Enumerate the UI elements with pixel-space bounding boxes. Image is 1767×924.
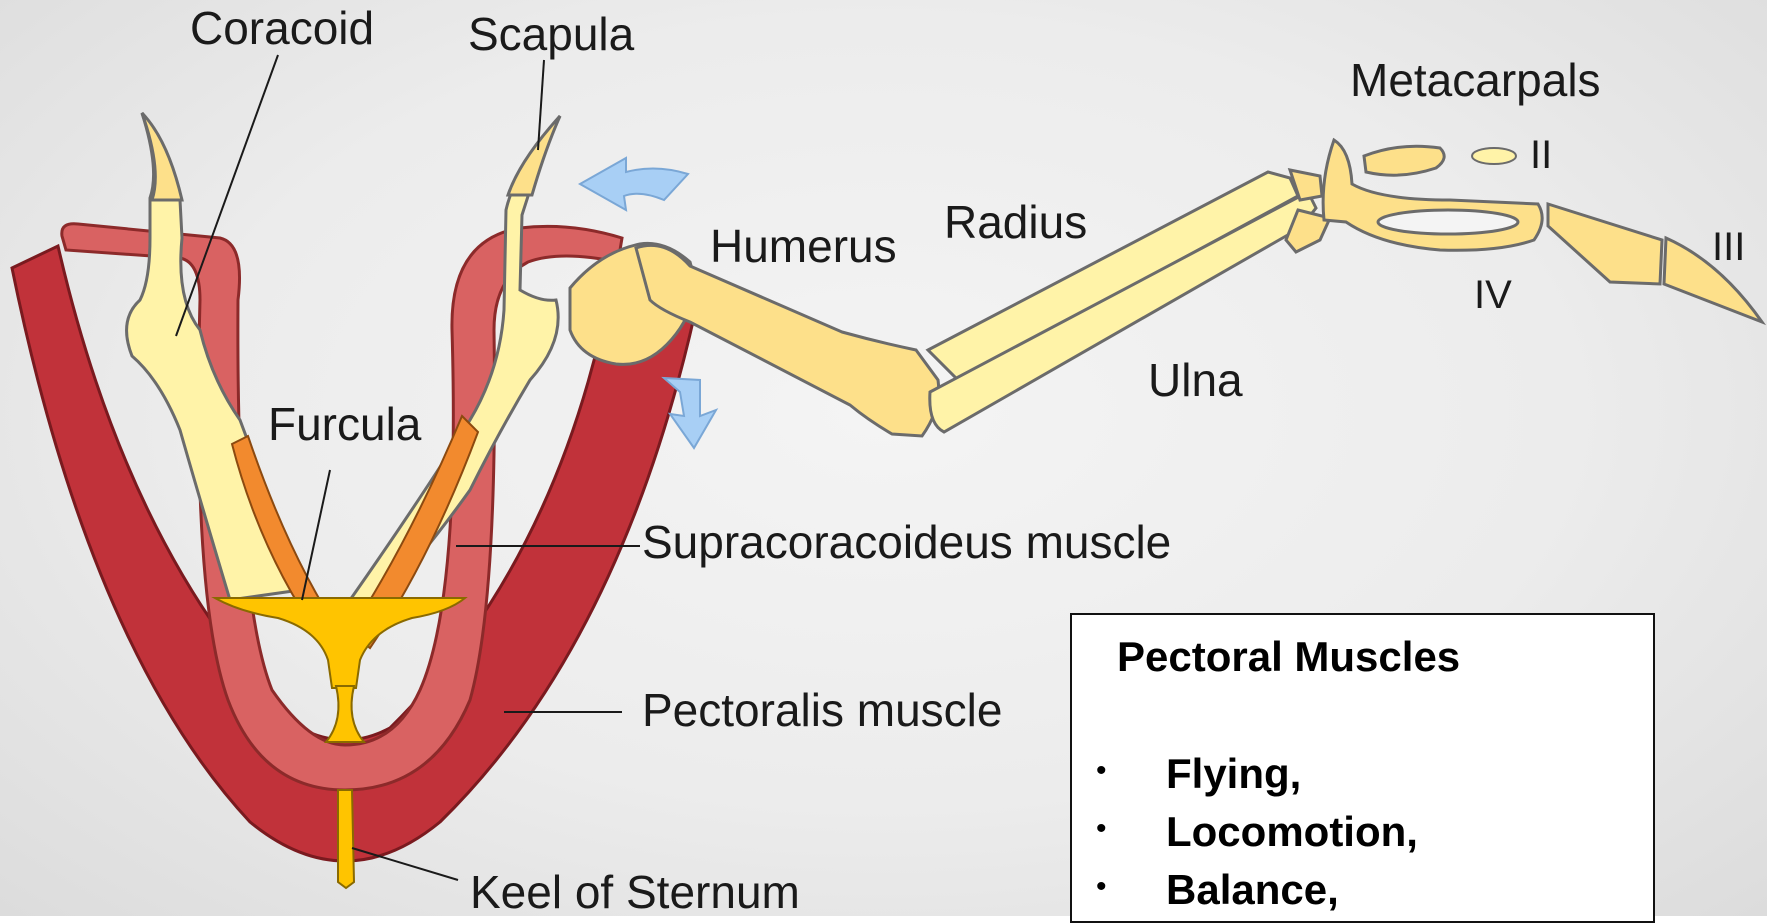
furcula-leader bbox=[302, 470, 330, 600]
coracoid-tip bbox=[142, 113, 182, 200]
ulna-label: Ulna bbox=[1148, 354, 1243, 406]
list-item-text: Locomotion, bbox=[1166, 808, 1418, 856]
info-box-title: Pectoral Muscles bbox=[1117, 633, 1460, 681]
metacarpals-label: Metacarpals bbox=[1350, 54, 1601, 106]
radius-label: Radius bbox=[944, 196, 1087, 248]
furcula-stem bbox=[326, 686, 364, 742]
keel-of-sternum bbox=[338, 790, 354, 888]
info-box: Pectoral Muscles • Flying, • Locomotion,… bbox=[1070, 613, 1655, 923]
digit-iii-label: III bbox=[1712, 225, 1745, 269]
metacarpal-gap bbox=[1378, 210, 1518, 234]
bullet-icon: • bbox=[1096, 812, 1107, 846]
list-item-text: Balance, bbox=[1166, 866, 1339, 914]
digit-ii-small-bone bbox=[1472, 148, 1516, 164]
scapula-label: Scapula bbox=[468, 8, 635, 60]
rotation-arrow-up bbox=[580, 158, 688, 210]
digit-ii-label: II bbox=[1530, 133, 1552, 177]
bullet-icon: • bbox=[1096, 870, 1107, 904]
digit-iv-label: IV bbox=[1474, 273, 1512, 317]
supracoracoideus-label: Supracoracoideus muscle bbox=[642, 516, 1171, 568]
list-item-text: Flying, bbox=[1166, 750, 1301, 798]
pectoralis-label: Pectoralis muscle bbox=[642, 684, 1002, 736]
keel-leader bbox=[352, 848, 458, 880]
keel-label: Keel of Sternum bbox=[470, 866, 800, 916]
digit-iii-phalanx-1 bbox=[1548, 204, 1662, 284]
coracoid-label: Coracoid bbox=[190, 2, 374, 54]
scapula-tip bbox=[508, 116, 560, 195]
digit-ii-bone bbox=[1364, 146, 1444, 175]
furcula-label: Furcula bbox=[268, 398, 422, 450]
bullet-icon: • bbox=[1096, 754, 1107, 788]
humerus-label: Humerus bbox=[710, 220, 897, 272]
